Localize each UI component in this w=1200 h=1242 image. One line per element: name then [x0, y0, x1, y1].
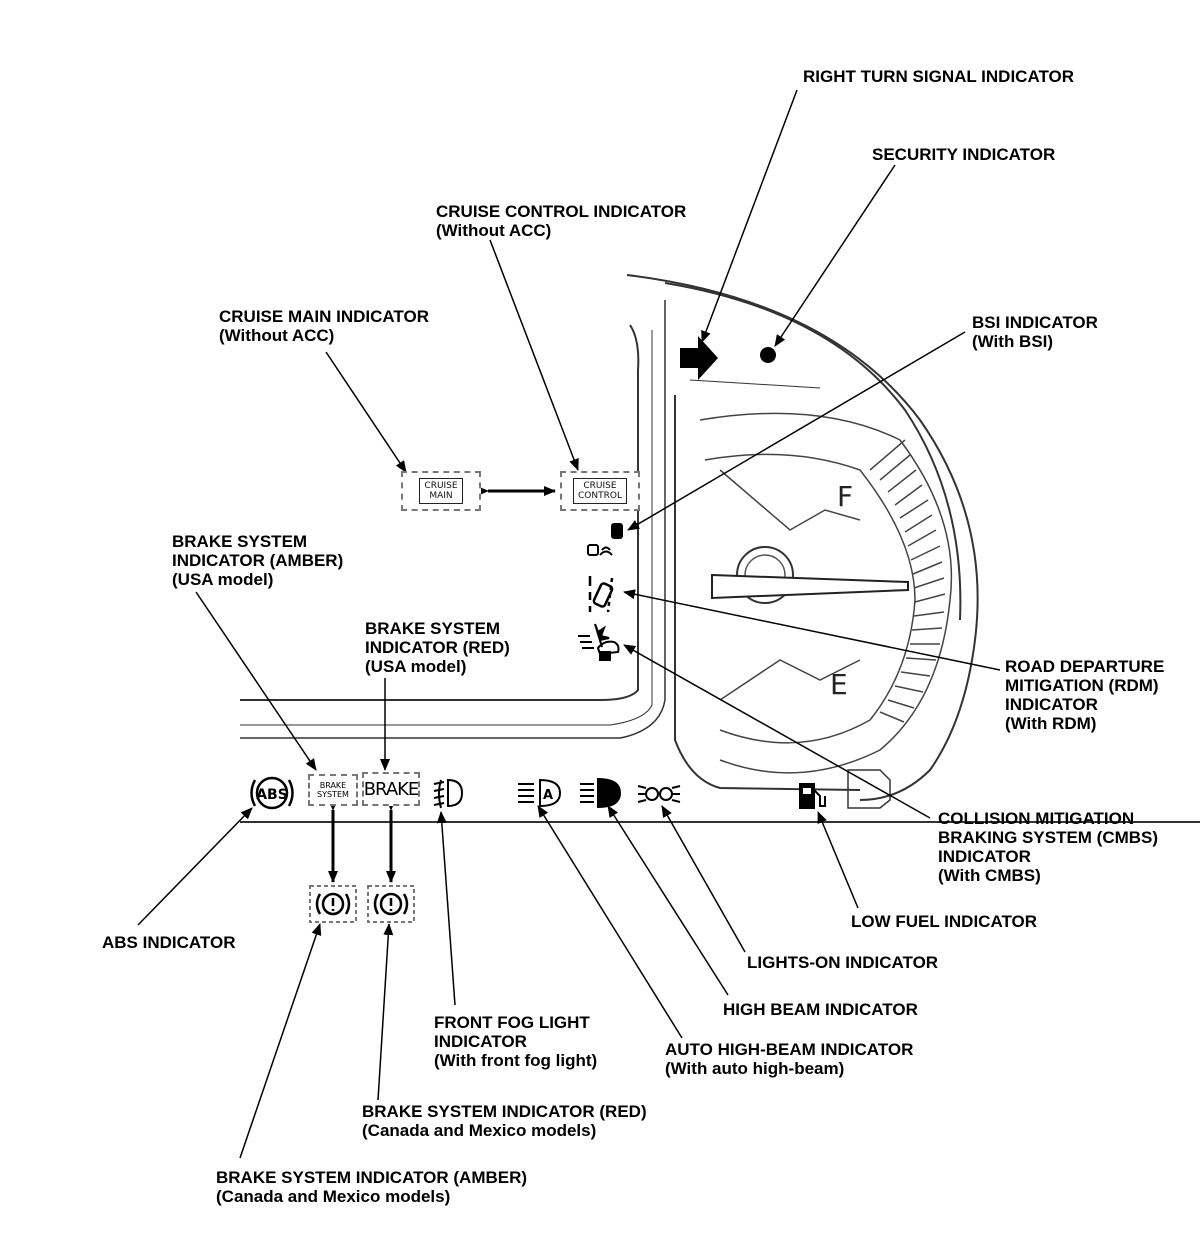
cruise-main-line1: CRUISE: [424, 481, 458, 491]
label-brake-amber-canada-l1: BRAKE SYSTEM INDICATOR (AMBER): [216, 1168, 528, 1187]
gauge-full-mark: F: [837, 480, 854, 513]
abs-icon: [250, 776, 294, 810]
fuel-gauge: [699, 412, 953, 774]
label-lights-on: LIGHTS-ON INDICATOR: [747, 953, 938, 972]
cruise-main-line2: MAIN: [429, 491, 453, 501]
high-beam-icon: [580, 777, 622, 809]
brake-red-icon: BRAKE: [362, 772, 420, 806]
label-abs: ABS INDICATOR: [102, 933, 236, 952]
label-lights-on-text: LIGHTS-ON INDICATOR: [747, 953, 939, 972]
label-brake-red-usa-l3: (USA model): [365, 657, 467, 676]
label-auto-high-beam-l2: (With auto high-beam): [665, 1059, 845, 1078]
label-brake-amber-canada: BRAKE SYSTEM INDICATOR (AMBER) (Canada a…: [216, 1168, 527, 1206]
label-right-turn: RIGHT TURN SIGNAL INDICATOR: [803, 67, 1074, 86]
label-brake-red-usa-l1: BRAKE SYSTEM: [365, 619, 501, 638]
security-dot-icon: [760, 347, 776, 363]
brake-red-text: BRAKE: [363, 778, 420, 800]
gauge-empty-mark: E: [830, 668, 848, 701]
label-brake-amber-canada-l2: (Canada and Mexico models): [216, 1187, 451, 1206]
label-rdm-l1: ROAD DEPARTURE: [1005, 657, 1165, 676]
label-auto-high-beam-l1: AUTO HIGH-BEAM INDICATOR: [665, 1040, 914, 1059]
label-cruise-control-l2: (Without ACC): [436, 221, 552, 240]
label-cruise-main-l2: (Without ACC): [219, 326, 335, 345]
brake-system-line2: SYSTEM: [317, 790, 349, 799]
label-bsi-l2: (With BSI): [972, 332, 1054, 351]
cruise-control-line2: CONTROL: [578, 491, 622, 501]
label-brake-red-usa-l2: INDICATOR (RED): [365, 638, 510, 657]
label-cmbs-l3: INDICATOR: [938, 847, 1031, 866]
label-front-fog-l2: INDICATOR: [434, 1032, 527, 1051]
auto-high-beam-icon: A: [518, 778, 562, 808]
cruise-main-inner: CRUISE MAIN: [419, 478, 463, 504]
label-security: SECURITY INDICATOR: [872, 145, 1055, 164]
label-cruise-control: CRUISE CONTROL INDICATOR (Without ACC): [436, 202, 686, 240]
label-brake-amber-usa-l2: INDICATOR (AMBER): [172, 551, 344, 570]
label-front-fog: FRONT FOG LIGHT INDICATOR (With front fo…: [434, 1013, 597, 1070]
cruise-main-icon: CRUISE MAIN: [401, 471, 481, 511]
label-abs-text: ABS INDICATOR: [102, 933, 236, 952]
bsi-icon: [587, 523, 623, 556]
label-cruise-main: CRUISE MAIN INDICATOR (Without ACC): [219, 307, 429, 345]
label-cruise-main-l1: CRUISE MAIN INDICATOR: [219, 307, 429, 326]
front-fog-icon: [433, 778, 464, 809]
label-brake-amber-usa-l1: BRAKE SYSTEM: [172, 532, 308, 551]
label-bsi-l1: BSI INDICATOR: [972, 313, 1098, 332]
label-bsi: BSI INDICATOR (With BSI): [972, 313, 1098, 351]
label-high-beam-text: HIGH BEAM INDICATOR: [723, 1000, 918, 1019]
label-front-fog-l1: FRONT FOG LIGHT: [434, 1013, 590, 1032]
right-turn-arrow-icon: [680, 336, 718, 380]
label-brake-red-canada-l2: (Canada and Mexico models): [362, 1121, 597, 1140]
leader-lines: [137, 89, 1001, 1159]
fuel-pump-icon: [799, 783, 826, 809]
svg-text:A: A: [543, 788, 553, 803]
label-rdm-l2: MITIGATION (RDM): [1005, 676, 1159, 695]
label-brake-amber-usa-l3: (USA model): [172, 570, 274, 589]
cluster-housing: [240, 274, 1200, 823]
label-right-turn-text: RIGHT TURN SIGNAL INDICATOR: [803, 67, 1075, 86]
label-brake-red-canada-l1: BRAKE SYSTEM INDICATOR (RED): [362, 1102, 647, 1121]
abs-icon-text: ABS: [256, 787, 288, 803]
label-low-fuel-text: LOW FUEL INDICATOR: [851, 912, 1038, 931]
brake-system-line1: BRAKE: [319, 781, 347, 790]
label-brake-red-usa: BRAKE SYSTEM INDICATOR (RED) (USA model): [365, 619, 510, 676]
label-high-beam: HIGH BEAM INDICATOR: [723, 1000, 918, 1019]
label-brake-red-canada: BRAKE SYSTEM INDICATOR (RED) (Canada and…: [362, 1102, 647, 1140]
label-security-text: SECURITY INDICATOR: [872, 145, 1056, 164]
label-low-fuel: LOW FUEL INDICATOR: [851, 912, 1037, 931]
brake-canada-red-icon: [367, 885, 415, 923]
cruise-control-icon: CRUISE CONTROL: [560, 471, 640, 511]
label-brake-amber-usa: BRAKE SYSTEM INDICATOR (AMBER) (USA mode…: [172, 532, 343, 589]
cmbs-icon: [578, 623, 620, 661]
brake-system-amber-icon: BRAKE SYSTEM: [308, 774, 358, 806]
label-cmbs-l2: BRAKING SYSTEM (CMBS): [938, 828, 1159, 847]
label-auto-high-beam: AUTO HIGH-BEAM INDICATOR (With auto high…: [665, 1040, 913, 1078]
cruise-control-line1: CRUISE: [583, 481, 617, 491]
cruise-control-inner: CRUISE CONTROL: [573, 478, 627, 504]
label-cmbs-l4: (With CMBS): [938, 866, 1041, 885]
lights-on-icon: [637, 785, 681, 803]
rdm-icon: [588, 576, 614, 613]
gauge-needle: [711, 546, 909, 604]
label-cmbs: COLLISION MITIGATION BRAKING SYSTEM (CMB…: [938, 809, 1158, 885]
brake-system-text: BRAKE SYSTEM: [317, 781, 349, 799]
label-rdm-l3: INDICATOR: [1005, 695, 1098, 714]
label-cruise-control-l1: CRUISE CONTROL INDICATOR: [436, 202, 687, 221]
label-rdm-l4: (With RDM): [1005, 714, 1097, 733]
brake-canada-amber-icon: [309, 885, 357, 923]
label-rdm: ROAD DEPARTURE MITIGATION (RDM) INDICATO…: [1005, 657, 1164, 733]
label-cmbs-l1: COLLISION MITIGATION: [938, 809, 1135, 828]
label-front-fog-l3: (With front fog light): [434, 1051, 598, 1070]
